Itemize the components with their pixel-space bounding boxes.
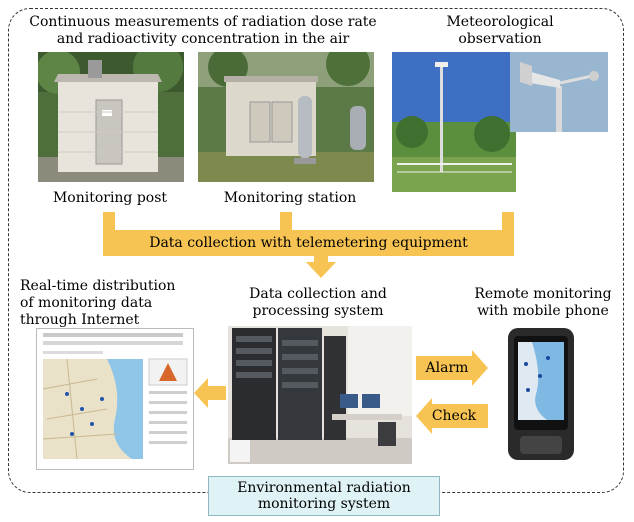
monitoring-station-label: Monitoring station	[215, 190, 365, 207]
check-label: Check	[426, 408, 482, 425]
mobile-phone-photo	[492, 324, 592, 464]
distribution-arrow	[194, 378, 226, 408]
meteorological-caption: Meteorological observation	[430, 14, 570, 48]
remote-caption-line1: Remote monitoring	[468, 286, 618, 303]
monitoring-post-photo	[38, 52, 184, 182]
remote-caption: Remote monitoring with mobile phone	[468, 286, 618, 320]
processing-caption-line1: Data collection and	[238, 286, 398, 303]
processing-system-photo	[228, 326, 412, 464]
processing-caption: Data collection and processing system	[238, 286, 398, 320]
web-monitoring-page-image	[36, 328, 194, 470]
collector-stub-meteo	[502, 212, 514, 232]
measurement-caption-line1: Continuous measurements of radiation dos…	[28, 14, 378, 31]
processing-caption-line2: processing system	[238, 303, 398, 320]
system-title-line1: Environmental radiation	[208, 480, 440, 496]
meteorological-caption-line2: observation	[430, 31, 570, 48]
down-arrow-head	[306, 262, 336, 278]
system-title: Environmental radiation monitoring syste…	[208, 480, 440, 512]
collector-stub-station	[280, 212, 292, 232]
alarm-label: Alarm	[420, 360, 474, 377]
system-title-line2: monitoring system	[208, 496, 440, 512]
realtime-caption-line2: of monitoring data	[20, 295, 210, 312]
realtime-caption-line1: Real-time distribution	[20, 278, 210, 295]
monitoring-post-label: Monitoring post	[45, 190, 175, 207]
remote-caption-line2: with mobile phone	[468, 303, 618, 320]
meteorological-field-photo	[392, 52, 516, 192]
measurement-caption-line2: and radioactivity concentration in the a…	[28, 31, 378, 48]
data-collection-label: Data collection with telemetering equipm…	[103, 235, 514, 252]
wind-vane-photo	[510, 52, 608, 132]
monitoring-station-photo	[198, 52, 374, 182]
measurement-caption: Continuous measurements of radiation dos…	[28, 14, 378, 48]
meteorological-caption-line1: Meteorological	[430, 14, 570, 31]
collector-stub-post	[103, 212, 115, 232]
realtime-caption-line3: through Internet	[20, 312, 210, 329]
realtime-caption: Real-time distribution of monitoring dat…	[20, 278, 210, 329]
